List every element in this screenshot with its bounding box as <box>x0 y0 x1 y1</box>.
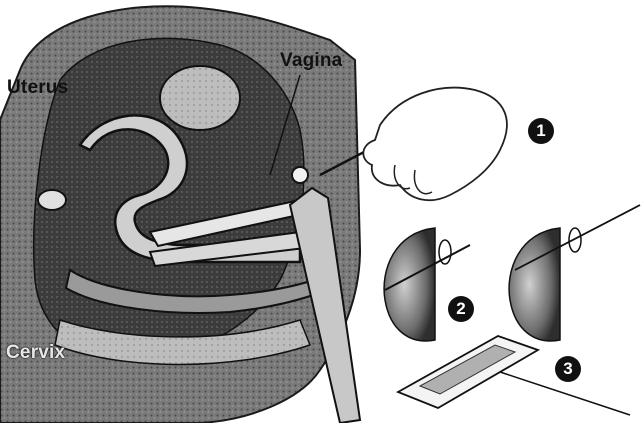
step-3-badge: 3 <box>555 356 581 382</box>
cervix-closeup-right <box>509 205 640 341</box>
cervix-closeup-left <box>384 228 470 341</box>
vagina-label: Vagina <box>280 50 342 72</box>
step-2-badge: 2 <box>448 296 474 322</box>
ovary <box>38 190 66 210</box>
hand <box>363 88 507 201</box>
bladder <box>160 66 240 130</box>
step-1-badge: 1 <box>528 118 554 144</box>
speculum-screw <box>292 167 308 183</box>
glass-slide <box>398 336 630 415</box>
cervix-label: Cervix <box>6 342 65 364</box>
uterus-label: Uterus <box>7 77 68 99</box>
